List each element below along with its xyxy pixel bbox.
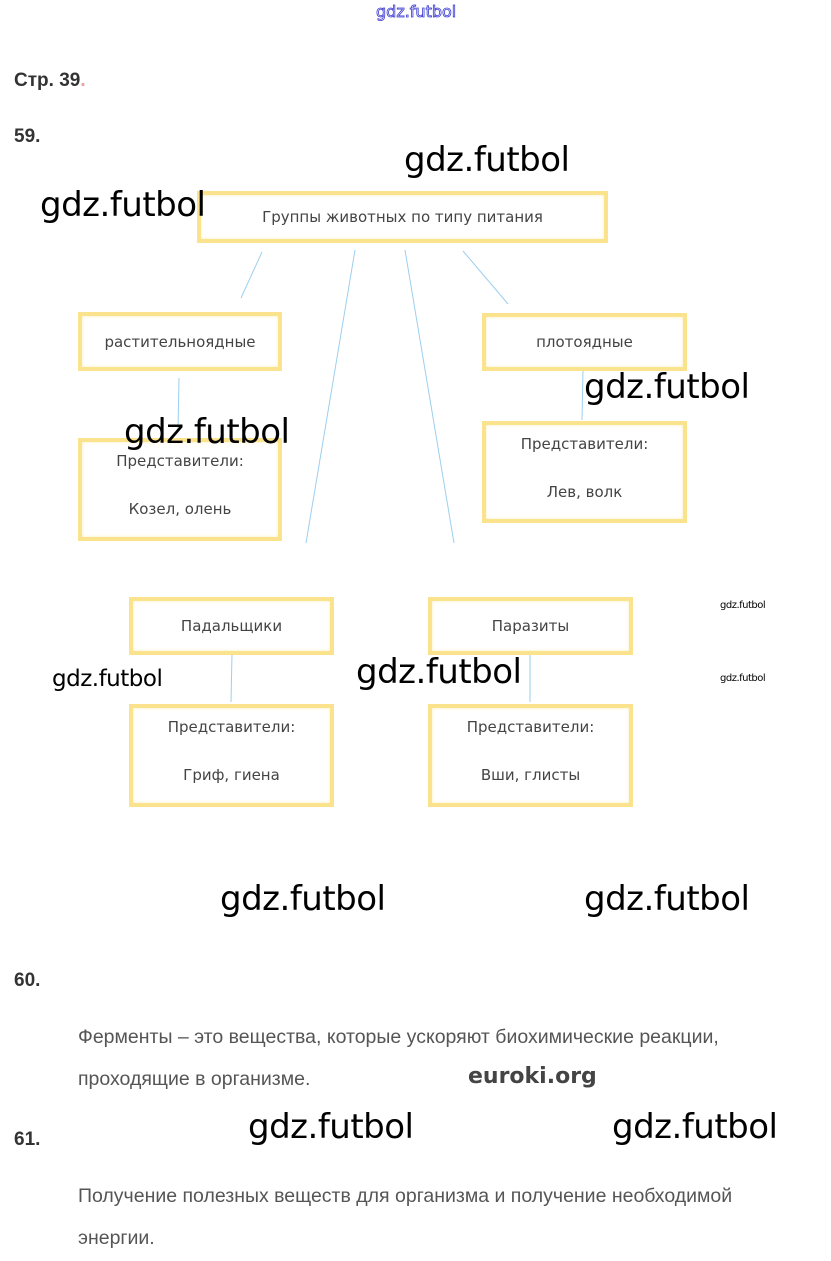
top-watermark: gdz.futbol — [376, 2, 457, 22]
task-60-number: 60. — [14, 970, 41, 991]
watermark: gdz.futbol — [612, 1107, 778, 1147]
root-node: Группы животных по типу питания — [197, 191, 608, 243]
group-node-herbivores: растительноядные — [78, 312, 282, 371]
reps-node-herbivores: Представители: Козел, олень — [78, 438, 282, 541]
page-label-dot: . — [80, 70, 86, 91]
watermark: gdz.futbol — [52, 666, 163, 692]
watermark: gdz.futbol — [40, 185, 206, 225]
answer-line: Ферменты – это вещества, которые ускоряю… — [78, 1026, 719, 1048]
watermark: gdz.futbol — [584, 879, 750, 919]
reps-node-parasites: Представители: Вши, глисты — [428, 704, 633, 807]
reps-node-scavengers: Представители: Гриф, гиена — [129, 704, 334, 807]
watermark: gdz.futbol — [720, 673, 766, 684]
reps-label: Представители: — [116, 452, 244, 470]
watermark: gdz.futbol — [220, 879, 386, 919]
page-label: Стр. 39. — [14, 70, 86, 92]
reps-value: Козел, олень — [128, 500, 232, 518]
task-61-number: 61. — [14, 1129, 41, 1150]
watermark: gdz.futbol — [356, 652, 522, 692]
group-node-scavengers: Падальщики — [129, 597, 334, 655]
watermark: gdz.futbol — [124, 412, 290, 452]
group-label: растительноядные — [104, 332, 256, 351]
watermark: gdz.futbol — [248, 1107, 414, 1147]
connector — [305, 249, 356, 544]
connector — [462, 250, 509, 305]
reps-value: Вши, глисты — [480, 766, 581, 784]
page-label-text: Стр. 39 — [14, 70, 81, 91]
task-61-answer: Получение полезных веществ для организма… — [78, 1175, 732, 1259]
reps-value: Лев, волк — [546, 483, 623, 501]
task-60-answer: Ферменты – это вещества, которые ускоряю… — [78, 1016, 719, 1100]
task-59-number: 59. — [14, 126, 41, 147]
connector — [240, 251, 263, 299]
reps-node-carnivores: Представители: Лев, волк — [482, 421, 687, 523]
reps-label: Представители: — [466, 718, 595, 736]
reps-value: Гриф, гиена — [183, 766, 280, 784]
connector — [581, 369, 584, 421]
group-label: Паразиты — [491, 617, 570, 635]
watermark: gdz.futbol — [404, 140, 570, 180]
source-watermark: euroki.org — [468, 1064, 597, 1089]
answer-line: проходящие в организме. — [78, 1068, 311, 1090]
watermark: gdz.futbol — [720, 600, 766, 611]
reps-label: Представители: — [520, 435, 649, 453]
root-label: Группы животных по типу питания — [262, 208, 543, 226]
group-node-carnivores: плотоядные — [482, 313, 687, 371]
watermark: gdz.futbol — [584, 367, 750, 407]
connector — [230, 653, 233, 703]
connector — [177, 377, 180, 431]
answer-line: энергии. — [78, 1227, 155, 1249]
reps-label: Представители: — [167, 718, 296, 736]
group-label: Падальщики — [180, 617, 283, 635]
connector — [404, 249, 455, 544]
group-node-parasites: Паразиты — [428, 597, 633, 655]
answer-line: Получение полезных веществ для организма… — [78, 1185, 733, 1207]
group-label: плотоядные — [536, 333, 633, 351]
